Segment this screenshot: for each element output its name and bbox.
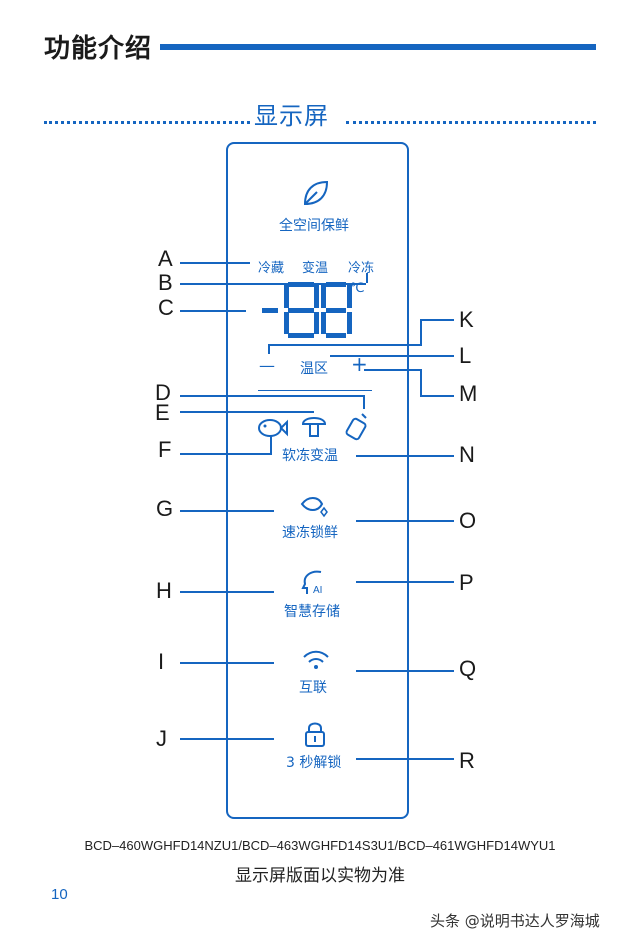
leader-f-tick <box>270 436 272 453</box>
soft-freeze-label: 软冻变温 <box>282 448 338 464</box>
leader-f <box>180 453 272 455</box>
leader-k-vert <box>420 319 422 345</box>
model-numbers: BCD–460WGHFD14NZU1/BCD–463WGHFD14S3U1/BC… <box>84 838 556 853</box>
callout-c: C <box>158 295 174 320</box>
leader-d-tick <box>363 395 365 409</box>
callout-a: A <box>158 246 173 271</box>
callout-l: L <box>459 343 472 368</box>
temperature-display <box>262 282 352 338</box>
smart-storage-label: 智慧存储 <box>284 604 340 620</box>
all-space-fresh-label: 全空间保鲜 <box>279 218 349 234</box>
lock-icon <box>305 722 325 747</box>
callout-q: Q <box>459 656 477 681</box>
dotted-leader-right <box>346 121 596 124</box>
leader-b <box>180 283 366 285</box>
leader-m <box>420 395 454 397</box>
ai-head-icon: AI <box>301 570 322 596</box>
leader-q <box>356 670 454 672</box>
mode-freeze: 冷冻 <box>348 261 375 276</box>
quick-freeze-label: 速冻锁鲜 <box>282 525 338 541</box>
mode-refrigerate: 冷藏 <box>258 261 285 276</box>
leader-g <box>180 510 274 512</box>
leader-e <box>180 411 314 413</box>
page-heading: 功能介绍 <box>44 34 153 64</box>
leader-j <box>180 738 274 740</box>
mode-variable: 变温 <box>302 261 329 276</box>
callout-n: N <box>459 442 475 467</box>
leader-h <box>180 591 274 593</box>
callout-m: M <box>459 381 478 406</box>
callout-o: O <box>459 508 477 533</box>
leader-b-tick <box>366 273 368 283</box>
fish-icon <box>258 419 288 437</box>
dotted-leader-left <box>44 121 250 124</box>
callout-k: K <box>459 307 474 332</box>
callout-e: E <box>155 400 170 425</box>
leader-l <box>330 355 454 357</box>
leader-m-top <box>364 369 422 371</box>
leader-a <box>180 262 250 264</box>
unlock-label: 3 秒解锁 <box>286 755 342 771</box>
leader-c <box>180 310 246 312</box>
leader-k-top <box>420 319 454 321</box>
section-title: 显示屏 <box>254 102 329 130</box>
svg-text:AI: AI <box>313 585 322 596</box>
callout-b: B <box>158 270 173 295</box>
leaf-icon <box>303 180 329 206</box>
watermark: 头条 @说明书达人罗海城 <box>430 912 600 930</box>
callout-f: F <box>158 437 172 462</box>
display-panel <box>226 142 409 819</box>
leader-k-tick <box>268 344 270 354</box>
callout-d: D <box>155 380 171 405</box>
temp-zone-label: 温区 <box>300 361 328 377</box>
temp-minus-button[interactable]: — <box>259 356 275 375</box>
wifi-icon <box>303 650 329 669</box>
callout-h: H <box>156 578 172 603</box>
leader-p <box>356 581 454 583</box>
page-number: 10 <box>51 886 68 903</box>
callout-r: R <box>459 748 475 773</box>
connect-label: 互联 <box>299 680 327 696</box>
fish-sparkle-icon <box>300 497 328 518</box>
leader-m-vert <box>420 369 422 396</box>
leader-n <box>356 455 454 457</box>
divider <box>258 390 372 391</box>
callout-g: G <box>156 496 174 521</box>
baby-bottle-icon <box>345 413 367 441</box>
leader-r <box>356 758 454 760</box>
display-note: 显示屏版面以实物为准 <box>235 866 405 886</box>
temp-plus-button[interactable]: + <box>351 352 368 376</box>
mushroom-icon <box>301 417 327 437</box>
callout-j: J <box>156 726 167 751</box>
leader-k <box>268 344 422 346</box>
leader-d <box>180 395 364 397</box>
callout-p: P <box>459 570 474 595</box>
leader-i <box>180 662 274 664</box>
heading-rule <box>160 44 596 50</box>
callout-i: I <box>158 649 165 674</box>
leader-o <box>356 520 454 522</box>
